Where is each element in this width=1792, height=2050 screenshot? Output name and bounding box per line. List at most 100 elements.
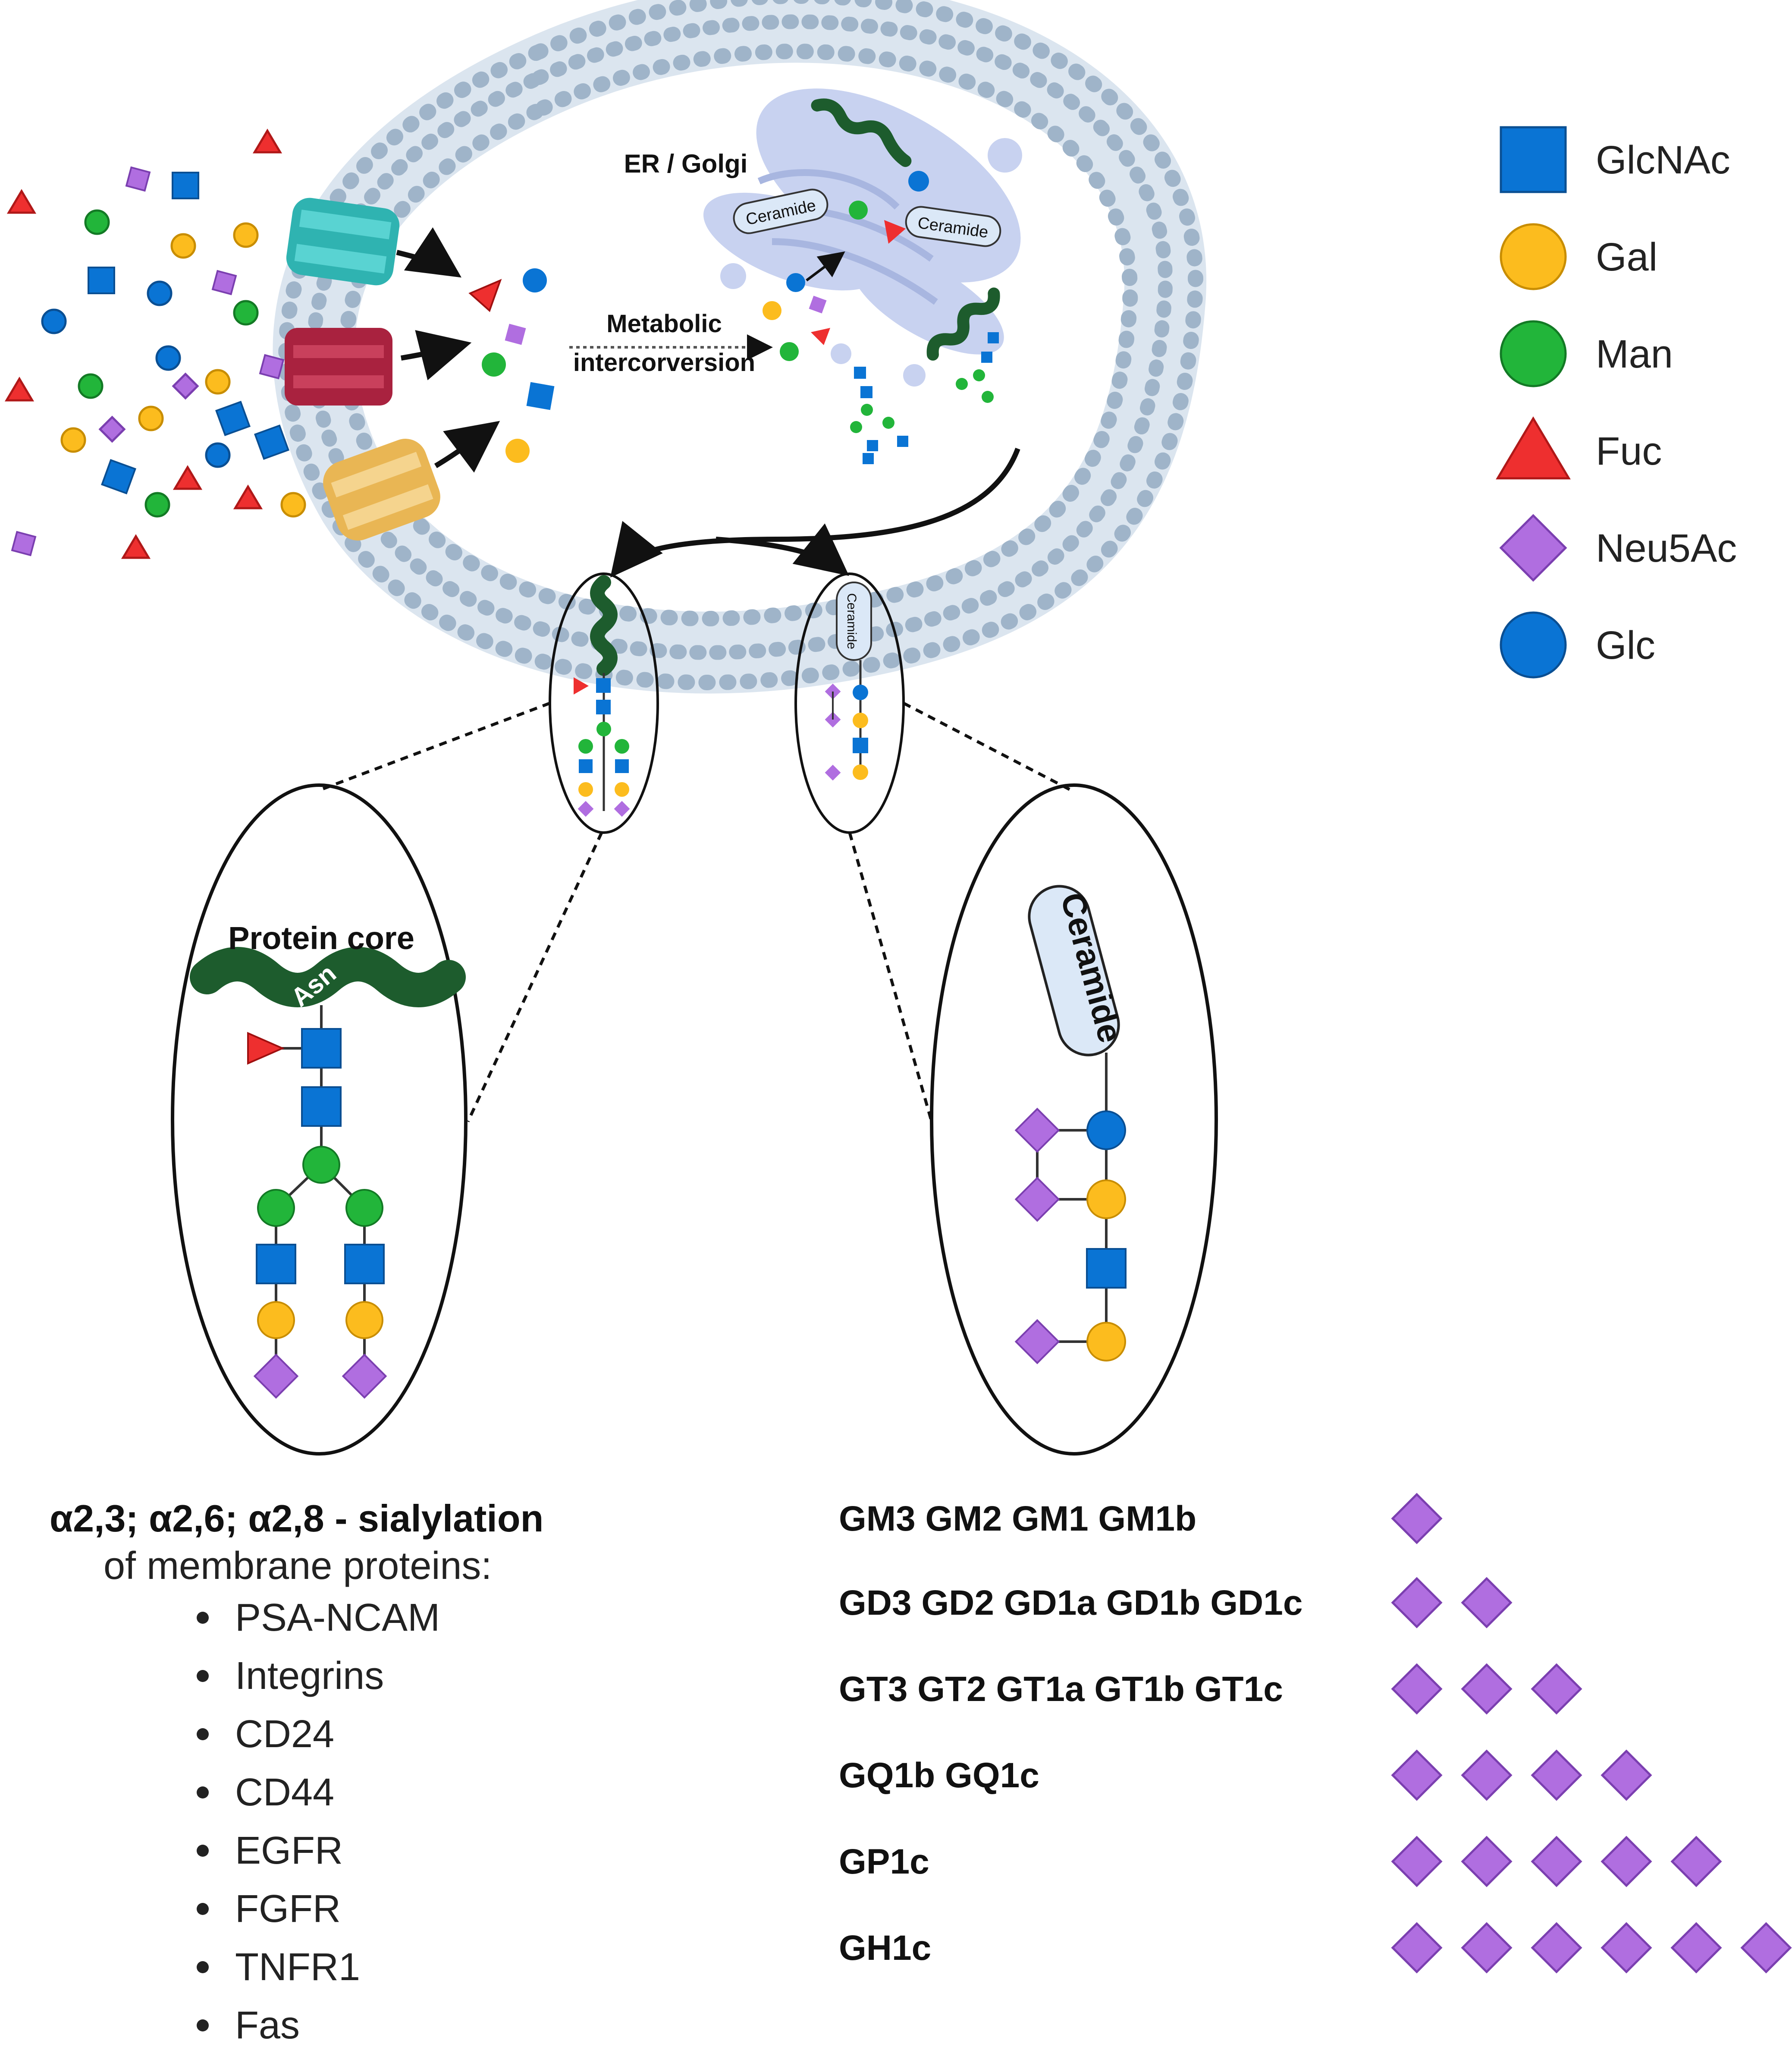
- glcnac-icon: [172, 172, 199, 199]
- glc-icon: [147, 280, 173, 306]
- protein-item: EGFR: [235, 1829, 343, 1872]
- gal-icon: [205, 369, 231, 395]
- neu5ac-icon: [1601, 1922, 1652, 1974]
- gal-icon: [1500, 223, 1567, 290]
- neu5ac-icon: [1461, 1922, 1513, 1974]
- neu5ac-icon: [1670, 1922, 1722, 1974]
- bullet-icon: [197, 1670, 209, 1682]
- neu5ac-icon: [1391, 1836, 1443, 1887]
- small-ceramide-label: Ceramide: [844, 593, 859, 649]
- small-ganglioside-ellipse: Ceramide: [794, 572, 905, 834]
- er-golgi-apparatus: Ceramide Ceramide: [703, 88, 1022, 464]
- legend-label-neu5ac: Neu5Ac: [1596, 526, 1737, 570]
- man-icon: [1500, 320, 1567, 387]
- fuc-icon: [6, 189, 37, 214]
- transporter-amber: [323, 439, 440, 541]
- neu5ac-icon: [1461, 1836, 1513, 1887]
- neu5ac-icon: [1531, 1749, 1582, 1801]
- extracellular-sugars: [4, 129, 306, 559]
- glcnac-icon: [215, 400, 251, 437]
- zoom-lines: [320, 701, 1070, 1122]
- transporter-crimson: [285, 328, 392, 406]
- neu5ac-icon: [98, 415, 126, 443]
- neu5ac-icon: [211, 270, 237, 296]
- intracellular-sugars: [468, 268, 555, 463]
- sialylation-title: α2,3; α2,6; α2,8 - sialylation: [50, 1497, 543, 1540]
- glcnac-icon: [88, 267, 115, 294]
- glycoprotein-zoom: Asn: [171, 783, 468, 1456]
- cell-membrane: [273, 0, 1206, 694]
- ganglioside-series-label: GM3 GM2 GM1 GM1b: [839, 1499, 1196, 1538]
- protein-item: TNFR1: [235, 1946, 360, 1989]
- ganglioside-series-label: GD3 GD2 GD1a GD1b GD1c: [839, 1583, 1302, 1622]
- neu5ac-icon: [1391, 1577, 1443, 1629]
- gal-icon: [233, 222, 259, 248]
- neu5ac-icon: [1391, 1493, 1443, 1544]
- ganglioside-series-label: GP1c: [839, 1842, 929, 1881]
- delivery-arrows: [610, 447, 1020, 578]
- protein-item: PSA-NCAM: [235, 1596, 440, 1639]
- neu5ac-icon: [1391, 1663, 1443, 1715]
- glc-icon: [1500, 611, 1567, 679]
- ganglioside-zoom: Ceramide: [930, 783, 1218, 1456]
- man-icon: [84, 209, 110, 235]
- gal-icon: [138, 406, 164, 431]
- bullet-icon: [197, 1961, 209, 1973]
- neu5ac-icon: [259, 354, 285, 380]
- glc-icon: [155, 345, 181, 371]
- gal-icon: [60, 427, 86, 453]
- protein-item: Integrins: [235, 1654, 384, 1698]
- neu5ac-icon: [1740, 1922, 1792, 1974]
- transport-arrows: [396, 227, 500, 473]
- man-icon: [144, 492, 170, 518]
- fuc-icon: [252, 129, 282, 154]
- glcnac-icon: [100, 459, 137, 495]
- glc-icon: [41, 308, 67, 334]
- legend-label-glcnac: GlcNAc: [1596, 138, 1730, 182]
- fuc-icon: [4, 377, 35, 402]
- gal-icon: [280, 492, 306, 518]
- small-glycoprotein-ellipse: [549, 572, 659, 834]
- protein-item: Fas: [235, 2004, 300, 2047]
- glcnac-icon: [254, 424, 290, 460]
- er-golgi-label: ER / Golgi: [624, 149, 748, 178]
- neu5ac-icon: [1461, 1577, 1513, 1629]
- protein-core-label: Protein core: [228, 920, 414, 956]
- neu5ac-icon: [1601, 1836, 1652, 1887]
- fuc-icon: [121, 534, 151, 559]
- neu5ac-icon: [172, 372, 199, 400]
- bullet-icon: [197, 1786, 209, 1798]
- neu5ac-icon: [1531, 1836, 1582, 1887]
- transporter-teal: [286, 198, 400, 286]
- sialylation-subtitle: of membrane proteins:: [104, 1544, 492, 1588]
- bullet-icon: [197, 1612, 209, 1624]
- neu5ac-icon: [11, 531, 37, 557]
- neu5ac-icon: [1461, 1663, 1513, 1715]
- glc-icon: [205, 442, 231, 468]
- neu5ac-icon: [1531, 1663, 1582, 1715]
- neu5ac-icon: [1391, 1922, 1443, 1974]
- bullet-icon: [197, 2019, 209, 2031]
- neu5ac-icon: [1391, 1749, 1443, 1801]
- legend-label-fuc: Fuc: [1596, 429, 1662, 473]
- man-icon: [233, 300, 259, 326]
- bullet-icon: [197, 1728, 209, 1740]
- neu5ac-icon: [125, 166, 151, 192]
- fuc-icon: [173, 465, 203, 490]
- protein-item: CD24: [235, 1713, 334, 1756]
- protein-item: FGFR: [235, 1887, 341, 1931]
- ganglioside-series-label: GT3 GT2 GT1a GT1b GT1c: [839, 1670, 1283, 1709]
- fuc-icon: [1496, 416, 1571, 480]
- gal-icon: [170, 233, 196, 259]
- metabolic-label-2: intercorversion: [573, 349, 755, 377]
- bullet-icon: [197, 1845, 209, 1857]
- neu5ac-icon: [1499, 514, 1567, 582]
- bullet-icon: [197, 1903, 209, 1915]
- ganglioside-series-label: GH1c: [839, 1928, 931, 1968]
- glcnac-icon: [1500, 126, 1567, 193]
- man-icon: [78, 373, 104, 399]
- protein-item: CD44: [235, 1771, 334, 1814]
